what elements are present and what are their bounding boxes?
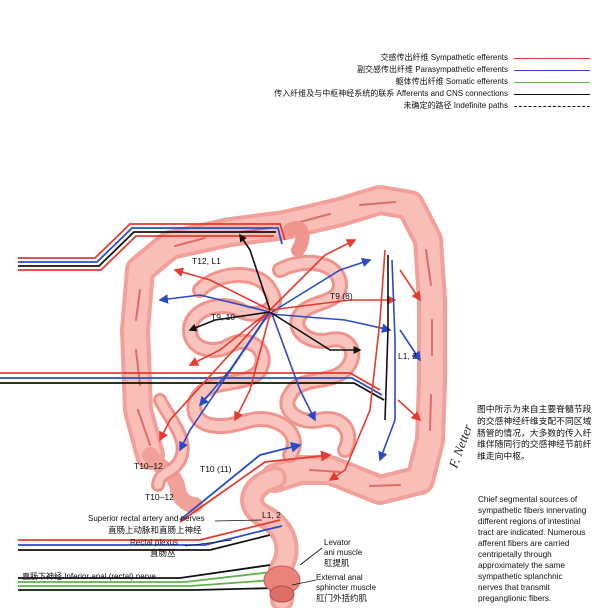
legend-label-sympathetic: 交感传出纤维 Sympathetic efferents [380,53,508,62]
legend-swatch-indefinite [514,106,590,107]
segment-label-t9-8: T9 (8) [330,291,353,301]
legend-swatch-afferent [514,94,590,95]
colon [120,185,447,608]
lower-nerve-bundle [18,441,332,591]
label-inferior-rectal: 直肠下神经 Inferior anal (rectal) nerve [22,572,156,581]
label-levator-zh: 肛提肌 [324,558,350,568]
legend-item-indefinite: 未确定的路径 Indefinite paths [180,100,590,112]
legend-swatch-parasympathetic [514,70,590,71]
anal-sphincter [263,565,301,603]
segment-label-t12-l1: T12, L1 [192,256,221,266]
label-rectal-plexus-zh: 直肠丛 [150,548,176,558]
legend-item-sympathetic: 交感传出纤维 Sympathetic efferents [180,52,590,64]
segment-label-t9-10: T9, 10 [211,312,236,322]
segment-label-l1-2-low: L1, 2 [262,510,281,520]
label-rectal-plexus-en: Rectal plexus [130,538,179,547]
label-levator-en2: ani muscle [324,548,363,557]
label-ext-sphincter-en: External anal [316,573,363,582]
artist-signature: F. Netter [445,421,475,470]
label-superior-rectal-en: Superior rectal artery and nerves [88,514,205,523]
mesenteric-nerves [158,233,422,481]
legend-item-parasympathetic: 副交感传出纤维 Parasympathetic efferents [180,64,590,76]
note-english: Chief segmental sources of sympathetic f… [478,495,587,603]
label-superior-rectal-zh: 直肠上动脉和直肠上神经 [108,525,202,535]
legend-label-parasympathetic: 副交感传出纤维 Parasympathetic efferents [356,65,508,74]
leader-lines [184,519,323,586]
label-levator-en: Levator [324,538,351,547]
segment-label-l1-2-right: L1, 2 [398,351,417,361]
legend-item-somatic: 躯体传出纤维 Somatic efferents [180,76,590,88]
segment-label-t10-12: T10–12 [134,461,163,471]
legend-label-somatic: 躯体传出纤维 Somatic efferents [395,77,508,86]
label-ext-sphincter-en2: sphincter muscle [316,583,377,592]
note-chinese: 图中所示为来自主要脊髓节段的交感神经纤维支配不同区域肠管的情况，大多数的传入纤维… [477,404,592,462]
small-intestine [151,221,361,492]
legend-label-indefinite: 未确定的路径 Indefinite paths [403,101,508,110]
segment-label-t10-11: T10 (11) [200,464,232,474]
segment-label-t10-12-low: T10–12 [145,492,174,502]
legend-label-afferent: 传入纤维及与中枢神经系统的联系 Afferents and CNS connec… [274,89,508,98]
legend-item-afferent: 传入纤维及与中枢神经系统的联系 Afferents and CNS connec… [180,88,590,100]
label-ext-sphincter-zh: 肛门外括约肌 [316,593,368,603]
legend: 交感传出纤维 Sympathetic efferents 副交感传出纤维 Par… [180,52,590,112]
legend-swatch-sympathetic [514,58,590,59]
legend-swatch-somatic [514,82,590,83]
upper-nerve-bundle [18,223,286,271]
